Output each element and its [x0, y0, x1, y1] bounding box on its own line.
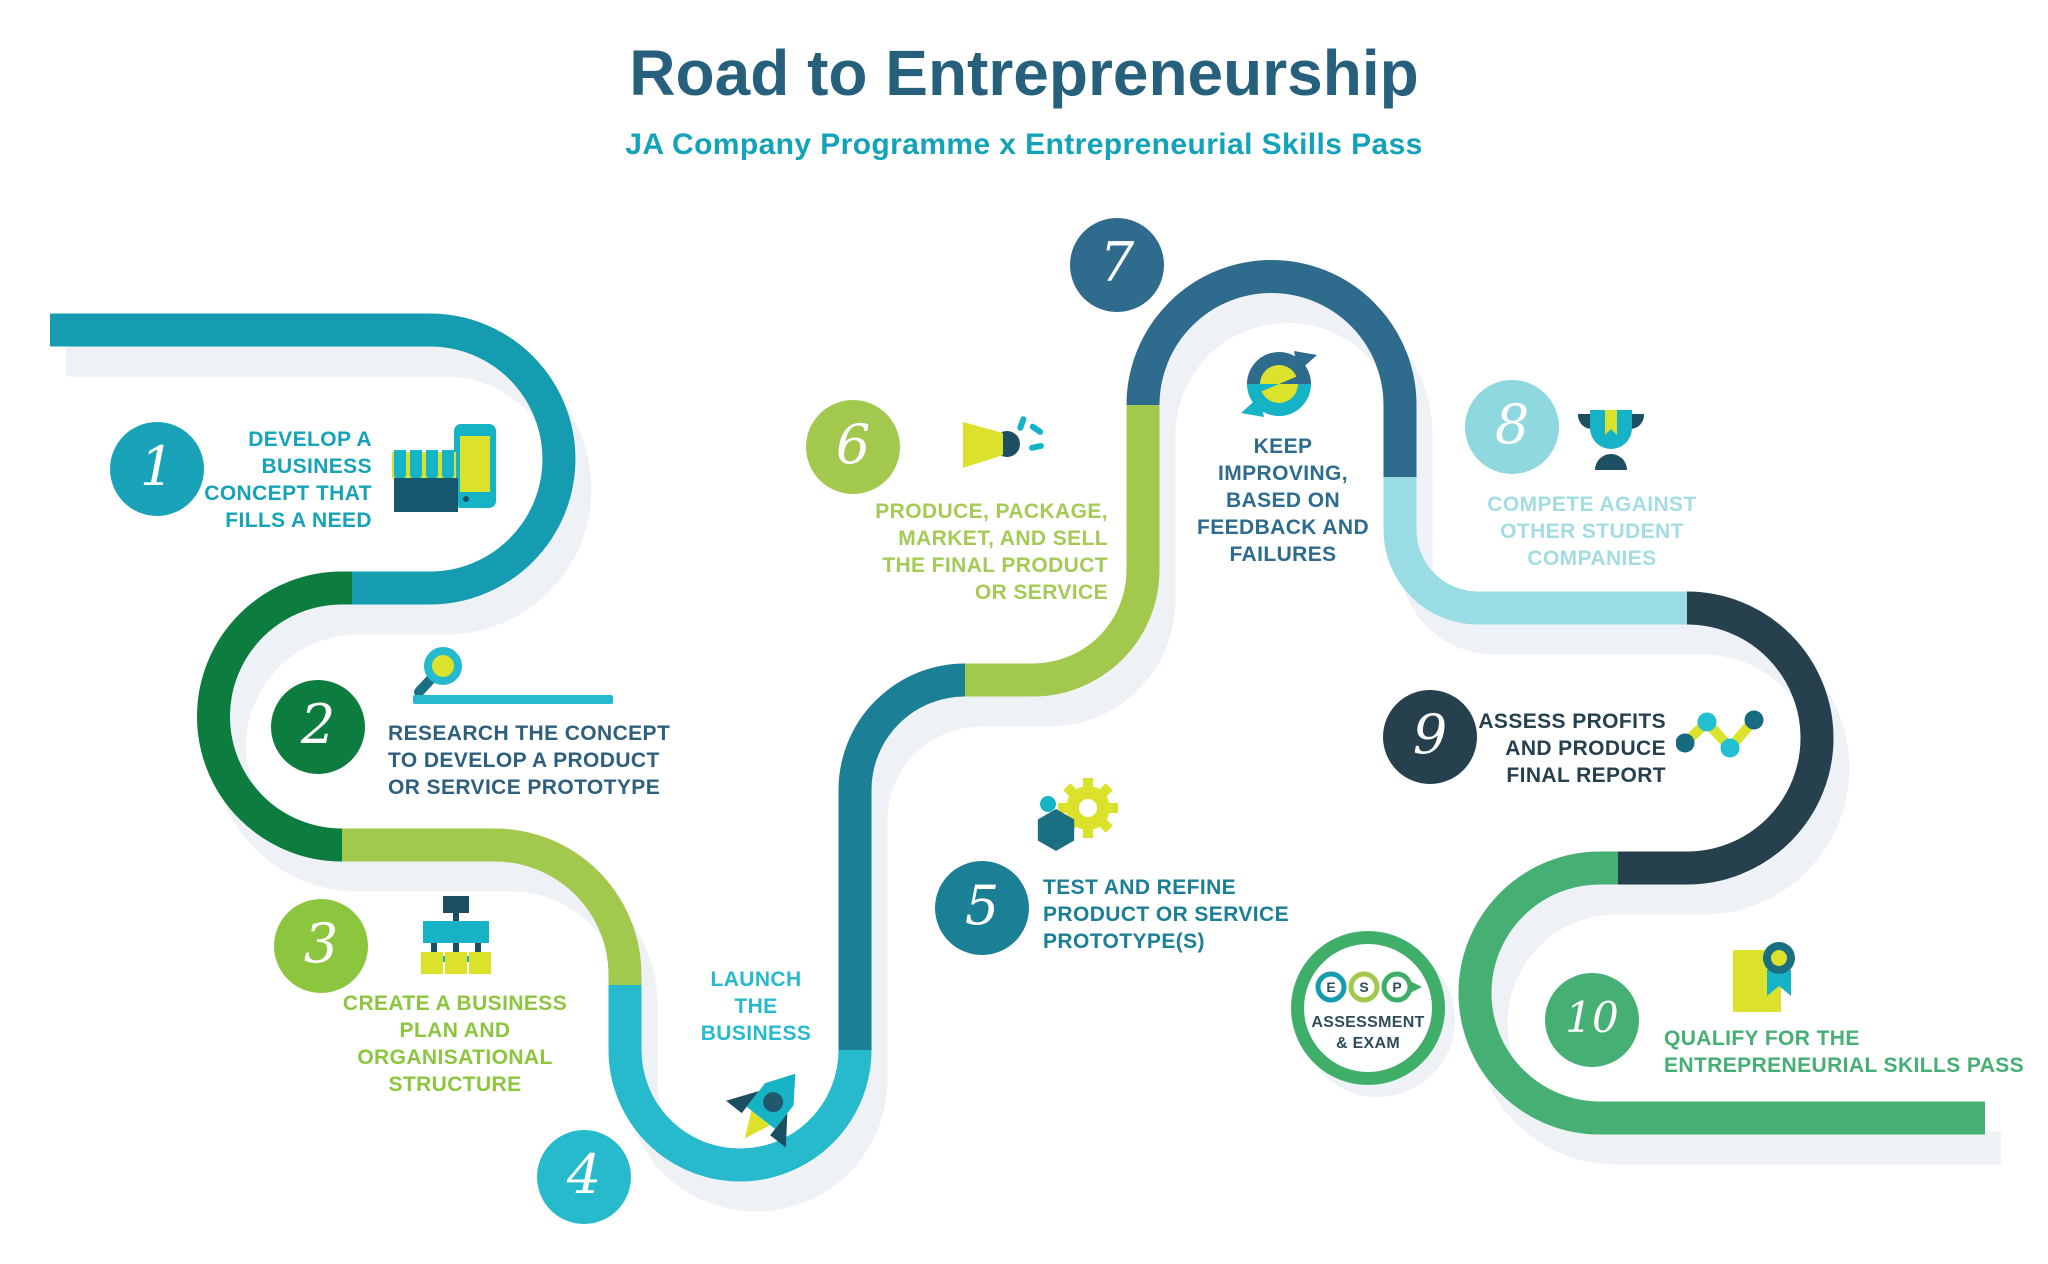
step-9-number-badge: 9 [1383, 690, 1477, 784]
step-6-number: 6 [835, 412, 871, 476]
trophy-icon [1576, 408, 1646, 474]
step-2-label: RESEARCH THE CONCEPT TO DEVELOP A PRODUC… [388, 722, 671, 799]
step-9-number: 9 [1412, 702, 1448, 766]
road-shadow [66, 290, 2001, 1212]
step-4-number-badge: 4 [537, 1130, 631, 1224]
step-6-label: PRODUCE, PACKAGE, MARKET, AND SELL THE F… [875, 500, 1108, 604]
step-3-number: 3 [303, 911, 339, 975]
gear-hexagon-icon [1032, 778, 1118, 858]
step-8-label: COMPETE AGAINST OTHER STUDENT COMPANIES [1487, 493, 1697, 570]
organisation-chart-icon [417, 896, 495, 974]
step-1-number: 1 [139, 434, 175, 498]
step-5-number: 5 [964, 873, 1000, 937]
road-segment-navy [1618, 591, 1834, 885]
road-segment-pale-cyan [1383, 477, 1687, 625]
rocket-icon [717, 1058, 817, 1163]
road-segment-steel-blue [1126, 260, 1417, 477]
svg-text:S: S [1359, 979, 1368, 995]
step-7-label: KEEP IMPROVING, BASED ON FEEDBACK AND FA… [1196, 435, 1370, 566]
storefront-phone-icon [392, 422, 500, 514]
step-4-number: 4 [566, 1142, 602, 1206]
road-segment-dark-green [197, 571, 352, 862]
magnifying-glass-icon [413, 642, 618, 710]
step-10-number: 10 [1565, 992, 1619, 1042]
profit-chart-icon [1675, 710, 1766, 760]
certificate-icon [1733, 940, 1803, 1014]
refresh-arrows-icon [1240, 345, 1318, 423]
step-2-number: 2 [300, 692, 336, 756]
road-segment-green-end [1458, 851, 1985, 1135]
step-8-number-badge: 8 [1465, 380, 1559, 474]
road-segment-deep-teal [838, 663, 966, 1050]
road-segment-cyan [608, 985, 872, 1182]
step-8-number: 8 [1494, 392, 1530, 456]
step-7-number: 7 [1099, 230, 1135, 294]
page-title: Road to Entrepreneurship [629, 37, 1419, 109]
step-9-label: ASSESS PROFITS AND PRODUCE FINAL REPORT [1478, 710, 1666, 787]
road-segment-teal-start [50, 313, 576, 605]
megaphone-icon [963, 416, 1048, 480]
step-7-number-badge: 7 [1070, 218, 1164, 312]
step-10-number-badge: 10 [1545, 973, 1639, 1067]
step-1-label: DEVELOP A BUSINESS CONCEPT THAT FILLS A … [204, 428, 372, 532]
step-4-label: LAUNCH THE BUSINESS [700, 968, 812, 1045]
esp-badge-label: ASSESSMENT & EXAM [1311, 1014, 1425, 1052]
step-10-label: QUALIFY FOR THE ENTREPRENEURIAL SKILLS P… [1664, 1027, 2025, 1077]
step-3-label: CREATE A BUSINESS PLAN AND ORGANISATIONA… [342, 992, 568, 1096]
esp-assessment-badge: E S P ASSESSMENT & EXAM [1291, 931, 1445, 1085]
page-subtitle: JA Company Programme x Entrepreneurial S… [625, 128, 1423, 161]
step-6-number-badge: 6 [806, 400, 900, 494]
step-5-number-badge: 5 [935, 861, 1029, 955]
header: Road to Entrepreneurship JA Company Prog… [0, 0, 2048, 162]
step-5-label: TEST AND REFINE PRODUCT OR SERVICE PROTO… [1043, 876, 1290, 953]
step-2-number-badge: 2 [271, 680, 365, 774]
esp-logo-icon: E S P [1315, 971, 1422, 1003]
svg-text:P: P [1392, 979, 1401, 995]
road-segment-light-green-1 [342, 828, 642, 985]
svg-text:E: E [1326, 979, 1335, 995]
road-segment-light-green-2 [965, 405, 1160, 697]
step-3-number-badge: 3 [274, 899, 368, 993]
step-1-number-badge: 1 [110, 422, 204, 516]
